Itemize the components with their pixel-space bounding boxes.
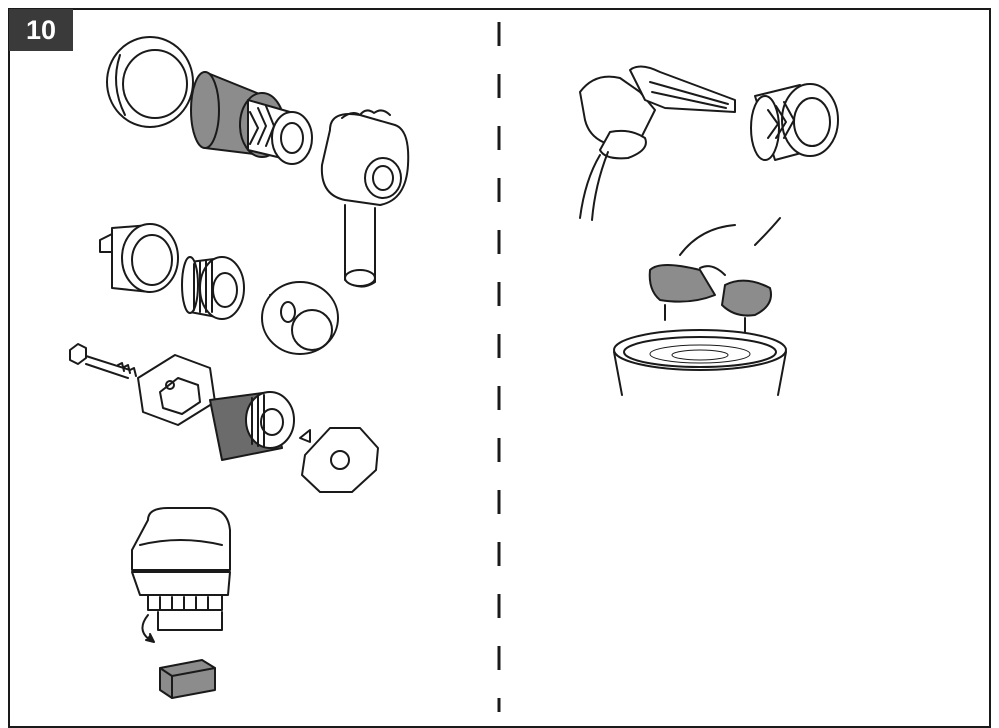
air-gun-with-hand (579, 65, 736, 221)
filter-being-blown-clean (750, 83, 839, 161)
rotate-arrow-icon (141, 614, 155, 643)
hex-nut-part (137, 354, 216, 426)
threaded-cap-part (99, 223, 179, 293)
water-bucket (613, 329, 787, 396)
ribbed-ring-part (181, 256, 245, 320)
long-bolt-part (69, 343, 137, 379)
valve-handle-body (320, 109, 410, 288)
flange-plate-part (299, 427, 379, 493)
hands-squeezing-sponge (648, 217, 781, 339)
step-number-badge: 10 (9, 9, 73, 51)
outer-cup-part (106, 36, 194, 128)
knob-cap-part (261, 281, 339, 355)
ribbed-filter-core (247, 99, 313, 165)
filter-cartridge-part (131, 507, 231, 631)
gray-sleeve-lower (209, 391, 295, 461)
gray-block-part (159, 659, 216, 699)
